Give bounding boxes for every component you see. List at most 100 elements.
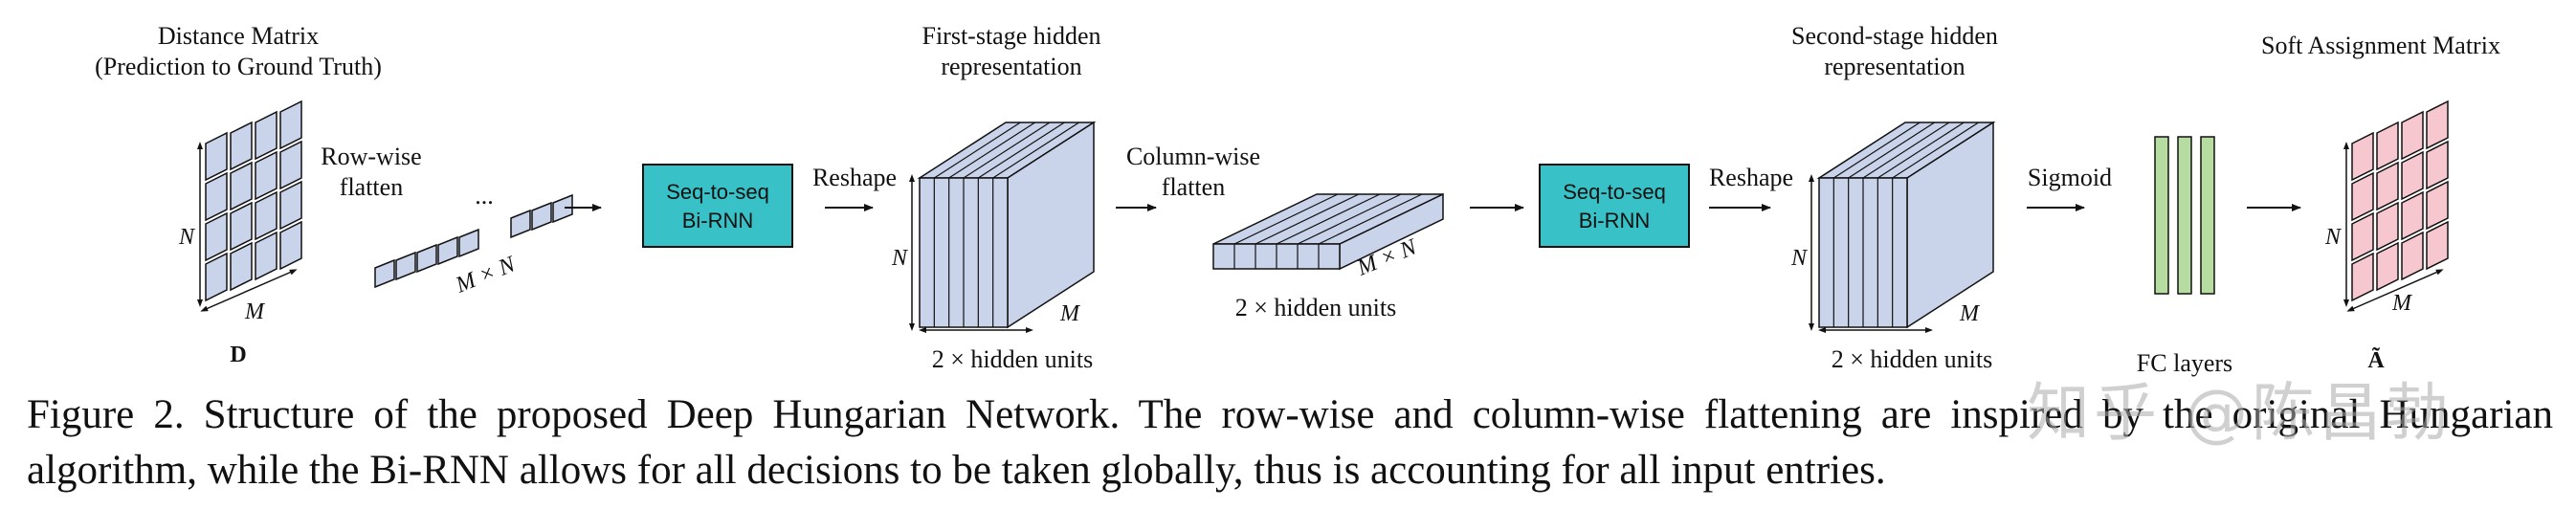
distance-matrix-cell <box>279 180 302 231</box>
column-flatten: Column-wise flatten M × N 2 × hidden uni… <box>1116 143 1444 321</box>
row-flatten-cell <box>416 243 437 274</box>
soft-assignment-cell <box>2351 252 2374 302</box>
second-stage-m-label: M <box>1959 301 1981 326</box>
distance-matrix-grid <box>205 100 302 302</box>
column-flatten-units: 2 × hidden units <box>1235 294 1397 321</box>
distance-matrix-symbol: D <box>230 343 246 367</box>
row-flatten-cell <box>395 251 416 281</box>
row-flatten-dim: M × N <box>452 252 521 299</box>
row-flatten-cell <box>437 235 458 266</box>
soft-assignment-cell <box>2351 211 2374 262</box>
first-stage-slice-top <box>963 122 1051 179</box>
reshape-2-label: Reshape <box>1709 164 1793 191</box>
distance-matrix-cell <box>279 140 302 190</box>
second-stage-units: 2 × hidden units <box>1832 345 1993 373</box>
first-stage-n-label: N <box>891 246 909 271</box>
seq2seq-2-line1: Seq-to-seq <box>1563 180 1666 204</box>
fc-layers: FC layers <box>2137 136 2232 377</box>
soft-assignment-symbol: Ã <box>2367 348 2385 373</box>
distance-matrix-cell <box>205 171 228 222</box>
first-stage-representation: First-stage hidden representation N M 2 … <box>891 22 1101 373</box>
distance-matrix-cell <box>230 161 253 211</box>
distance-matrix-m-arrow <box>200 269 298 312</box>
distance-matrix-cell <box>255 231 278 281</box>
row-flatten-cell <box>458 228 479 258</box>
row-flatten: Row-wise flatten ... M × N <box>321 143 573 299</box>
seq2seq-bi-rnn-2: Seq-to-seq Bi-RNN <box>1539 164 1690 248</box>
soft-assignment-cell <box>2401 150 2424 201</box>
figure-caption: Figure 2. Structure of the proposed Deep… <box>27 392 2553 493</box>
second-stage-slice-top <box>1833 122 1921 179</box>
column-flatten-label-2: flatten <box>1162 173 1225 201</box>
fc-layer-2 <box>2177 136 2192 295</box>
distance-matrix-cell <box>230 241 253 292</box>
distance-matrix-cell <box>279 100 302 150</box>
first-stage-title-1: First-stage hidden <box>922 22 1100 50</box>
column-flatten-slice-top <box>1297 193 1402 245</box>
distance-matrix-cell <box>255 110 278 161</box>
distance-matrix-title-1: Distance Matrix <box>158 22 319 50</box>
soft-assignment-cell <box>2376 201 2399 252</box>
soft-assignment-cell <box>2351 131 2374 182</box>
sigmoid-label: Sigmoid <box>2028 164 2112 191</box>
first-stage-title-2: representation <box>941 53 1081 80</box>
fc-layers-label: FC layers <box>2137 349 2232 377</box>
soft-assignment-grid <box>2351 100 2449 302</box>
soft-assignment-cell <box>2376 241 2399 292</box>
column-flatten-slice-top <box>1276 193 1381 245</box>
second-stage-title-1: Second-stage hidden <box>1791 22 1998 50</box>
distance-matrix-cell <box>205 131 228 182</box>
column-flatten-slice-top <box>1233 193 1339 245</box>
distance-matrix-cell <box>279 220 302 271</box>
soft-assignment-cell <box>2426 220 2449 271</box>
distance-matrix-title-2: (Prediction to Ground Truth) <box>95 53 382 80</box>
second-stage-slice-top <box>1877 122 1965 179</box>
distance-matrix-cell <box>255 190 278 241</box>
row-flatten-label-2: flatten <box>340 173 403 201</box>
soft-assignment-cell <box>2426 180 2449 231</box>
soft-assignment-cell <box>2351 171 2374 222</box>
watermark: 知乎 @陈昌勃 <box>2027 376 2453 450</box>
column-flatten-label-1: Column-wise <box>1126 143 1260 170</box>
distance-matrix-cell <box>205 211 228 262</box>
first-stage-slice-top <box>992 122 1079 179</box>
distance-matrix-cell <box>205 252 228 302</box>
first-stage-units: 2 × hidden units <box>932 345 1094 373</box>
second-stage-representation: Second-stage hidden representation N M 2… <box>1790 22 1998 373</box>
row-flatten-cell <box>374 258 395 289</box>
first-stage-slice-top <box>978 122 1065 179</box>
seq2seq-bi-rnn-1: Seq-to-seq Bi-RNN <box>642 164 793 248</box>
second-stage-block <box>1816 121 1996 329</box>
first-stage-slice-top <box>948 122 1035 179</box>
distance-matrix-cell <box>255 150 278 201</box>
row-flatten-strip <box>374 193 573 289</box>
soft-assignment-cell <box>2426 140 2449 190</box>
second-stage-slice-top <box>1848 122 1935 179</box>
soft-assignment-cell <box>2401 190 2424 241</box>
soft-assignment-n-label: N <box>2324 225 2343 250</box>
fc-layer-3 <box>2200 136 2215 295</box>
first-stage-block <box>917 121 1097 329</box>
first-stage-slice-top <box>934 122 1021 179</box>
seq2seq-2-line2: Bi-RNN <box>1579 209 1651 232</box>
soft-assignment-m-arrow <box>2346 269 2444 312</box>
seq2seq-1-line2: Bi-RNN <box>682 209 754 232</box>
distance-matrix: Distance Matrix (Prediction to Ground Tr… <box>95 22 382 367</box>
distance-matrix-cell <box>230 121 253 171</box>
soft-assignment-matrix: Soft Assignment Matrix N M Ã <box>2261 32 2500 373</box>
reshape-1-label: Reshape <box>812 164 897 191</box>
soft-assignment-cell <box>2426 100 2449 150</box>
row-flatten-cell <box>552 193 573 224</box>
distance-matrix-m-label: M <box>244 299 266 324</box>
row-flatten-cell <box>510 209 531 239</box>
second-stage-n-label: N <box>1790 246 1809 271</box>
soft-assignment-m-label: M <box>2391 291 2413 316</box>
distance-matrix-cell <box>230 201 253 252</box>
soft-assignment-cell <box>2401 110 2424 161</box>
soft-assignment-title: Soft Assignment Matrix <box>2261 32 2500 59</box>
column-flatten-slice-top <box>1255 193 1360 245</box>
seq2seq-1-line1: Seq-to-seq <box>666 180 769 204</box>
soft-assignment-cell <box>2401 231 2424 281</box>
distance-matrix-n-label: N <box>178 225 196 250</box>
second-stage-title-2: representation <box>1824 53 1965 80</box>
